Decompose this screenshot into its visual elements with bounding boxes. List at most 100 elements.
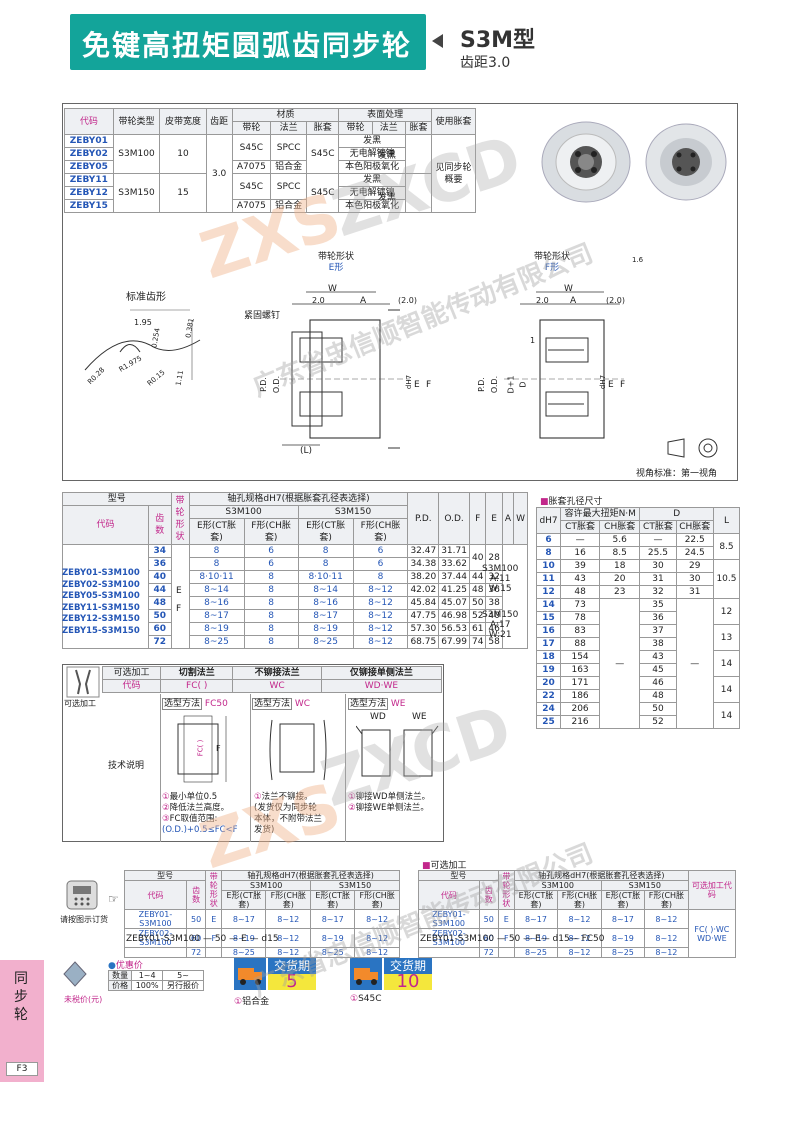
order-opt-title-text: 可选加工 (430, 861, 467, 871)
discount-title-text: 优惠价 (115, 961, 143, 971)
arrow-left-icon (432, 34, 443, 48)
dim-d1: D+1 (506, 375, 516, 394)
od-cell: 45.07 (438, 596, 470, 610)
order-range: 8~12 (557, 947, 602, 958)
order-h-s100: S3M100 (221, 880, 312, 891)
spec-header-m-flange: 法兰 (270, 121, 308, 135)
options-table: 可选加工 切割法兰 不铆接法兰 仅铆接单侧法兰 代码 FC( ) WC WD·W… (102, 666, 443, 693)
sleeve-ct-d: 35 (639, 598, 677, 612)
opt-col3: 仅铆接单侧法兰 (320, 666, 443, 680)
delivery-material: ①S45C (350, 994, 382, 1004)
view-standard: 视角标准：第一视角 (636, 469, 718, 479)
order-shape: E (205, 909, 223, 929)
header-s3m100: S3M100 (188, 505, 299, 519)
material-text: 铝合金 (242, 997, 270, 1007)
dim-2b: (2.0) (606, 296, 625, 305)
we-label: WE (412, 712, 427, 722)
page-title: 免键高扭矩圆弧齿同步轮 (82, 29, 413, 62)
spec-s-sleeve-val: 发黑 (378, 151, 397, 161)
sel-label: 选型方法 (252, 698, 293, 710)
sel-value: FC50 (204, 699, 228, 709)
spec-code: ZEBY11 (64, 173, 114, 187)
spec-header-s-pulley: 带轮 (338, 121, 373, 135)
sleeve-header-ch: CH胀套 (675, 520, 714, 534)
set-screw-label: 紧固螺钉 (244, 311, 281, 321)
sleeve-title: ■胀套孔径尺寸 (540, 494, 603, 507)
order-teeth: 60 (478, 928, 499, 948)
order-opt-val: WD·WE (697, 933, 727, 943)
header-code: 代码 (62, 505, 149, 545)
tooth-profile-drawing (84, 309, 201, 380)
order-h-ect: E形(CT胀套) (310, 890, 356, 910)
header-s3m150: S3M150 (297, 505, 409, 519)
order-h-optcode: 可选加工代码 (687, 870, 737, 910)
fc-drawing (177, 715, 227, 783)
note-fc: ①最小单位0.5 ②降低法兰高度。 ③FC取值范围: (O.D.)+0.5≤FC… (162, 792, 238, 835)
tool-icon (66, 666, 100, 698)
spec-code: ZEBY05 (64, 160, 114, 174)
spec-width: 15 (159, 173, 207, 213)
spec-m-pulley: A7075 (231, 199, 272, 213)
opt-code3: WD·WE (320, 679, 443, 693)
sleeve-ct-torque: 88 (560, 637, 601, 651)
order-teeth: 72 (478, 947, 499, 958)
spec-m-flange: 铝合金 (270, 160, 308, 174)
spec-header-type: 带轮类型 (112, 108, 161, 135)
spec-header-surface: 表面处理 (338, 108, 432, 122)
sleeve-ch-d: 30 (675, 572, 714, 586)
bore-cell: 8~14 (188, 583, 245, 597)
bore-cell: 8 (243, 635, 299, 649)
sleeve-ch-torque: 18 (599, 559, 641, 573)
sleeve-ct-d: 38 (639, 637, 677, 651)
discount-p2: 另行报价 (162, 980, 204, 991)
spec-code: ZEBY01 (64, 134, 114, 148)
sleeve-ct-d: 52 (639, 715, 677, 729)
code-item: ZEBY15-S3M150 (62, 625, 140, 636)
order-range: 8~17 (513, 909, 559, 929)
sleeve-ct-d: 48 (639, 689, 677, 703)
sleeve-ct-d: 36 (639, 611, 677, 625)
sel-value: WC (294, 699, 311, 709)
order-range: 8~19 (600, 928, 646, 948)
order-range: 8~12 (644, 947, 689, 958)
wd-we-drawing (356, 725, 439, 777)
order-teeth: 50 (185, 909, 207, 929)
material-text: S45C (358, 994, 382, 1004)
code-item: ZEBY05-S3M100 (62, 591, 140, 602)
od-cell: 41.25 (438, 583, 470, 597)
aw-s3m100: S3M100 A:11 W:15 (482, 564, 518, 594)
bore-cell: 8~19 (188, 622, 245, 636)
order-h-teeth: 齿数 (185, 880, 207, 910)
order-range: 8~25 (310, 947, 356, 958)
sel-value: WE (390, 699, 406, 709)
sleeve-dh7: 25 (535, 715, 562, 729)
e-shape-drawing (280, 291, 410, 449)
opt-code1: FC( ) (159, 679, 234, 693)
header-bore: 轴孔规格dH7(根据胀套孔径表选择) (188, 492, 409, 506)
header-shape: 带轮形状 (170, 492, 190, 545)
options-panel (62, 664, 444, 842)
wd-label: WD (370, 712, 386, 722)
sleeve-dh7: 18 (535, 650, 562, 664)
dim-d: D (518, 381, 528, 388)
truck-icon (350, 958, 382, 990)
side-tab (0, 960, 44, 1082)
sleeve-ct-d: 25.5 (639, 546, 677, 560)
order-range: 8~25 (600, 947, 646, 958)
spec-s-pulley: 发黑 (338, 134, 406, 148)
code-list: ZEBY01-S3M100 ZEBY02-S3M100 ZEBY05-S3M10… (62, 568, 172, 638)
delivery-material: ①铝合金 (234, 994, 269, 1007)
note-text: 发货) (254, 825, 275, 835)
bore-cell: 8~17 (188, 609, 245, 623)
order-range: 8~12 (644, 909, 689, 929)
bore-cell: 8~16 (297, 596, 354, 610)
type-label: S3M型 (460, 28, 536, 53)
tech-label: 技术说明 (108, 761, 145, 771)
e-cell: 58 (485, 635, 503, 649)
opt-header-title: 可选加工 (102, 666, 161, 680)
note-text: FC取值范围: (169, 814, 218, 824)
sleeve-ct-d: 45 (639, 663, 677, 677)
